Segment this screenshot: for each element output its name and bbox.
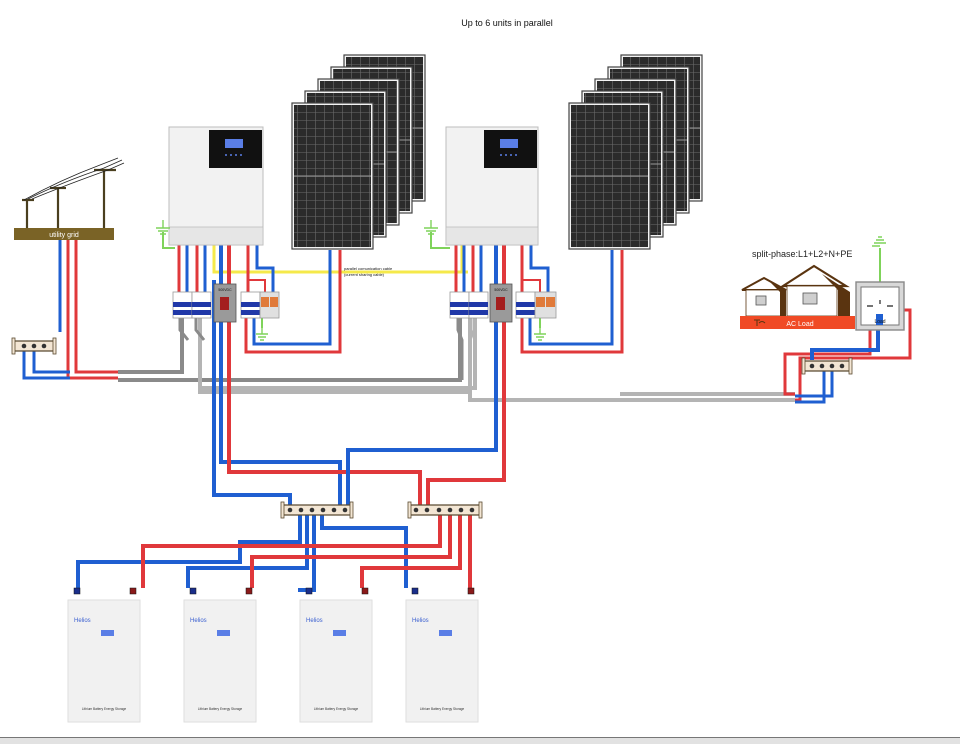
lcd-screen — [500, 139, 518, 148]
utility-grid-label: utility grid — [49, 232, 79, 239]
ac-load-label: AC Load — [786, 321, 813, 328]
inverter-1-ac-wires — [162, 232, 207, 341]
positive-busbar — [407, 501, 483, 519]
positive-terminal — [467, 587, 475, 595]
solar-panel — [291, 102, 374, 250]
parallel-cable-label-2: (current sharing cable) — [344, 272, 385, 277]
inverter-2-battery-wires — [346, 244, 506, 505]
inverter-unit-2[interactable] — [445, 126, 539, 246]
negative-terminal — [305, 587, 313, 595]
dc-breaker[interactable]: 500VDC — [213, 283, 237, 323]
battery-indicator — [217, 630, 230, 636]
positive-terminal — [361, 587, 369, 595]
utility-grid-base — [14, 228, 114, 240]
split-phase-label: split-phase:L1+L2+N+PE — [752, 249, 852, 259]
window-bottom-bar — [0, 737, 960, 744]
positive-terminal — [129, 587, 137, 595]
negative-terminal — [189, 587, 197, 595]
positive-terminal — [245, 587, 253, 595]
battery-caption: Lithium Battery Energy Storage — [420, 707, 465, 711]
inverter-1-battery-wires — [212, 244, 422, 505]
pv-array-1 — [291, 54, 426, 250]
surge-protector — [259, 291, 280, 319]
ground-icon — [424, 220, 438, 235]
battery-caption: Lithium Battery Energy Storage — [198, 707, 243, 711]
grid-busbar — [11, 337, 57, 355]
negative-terminal — [411, 587, 419, 595]
load-cables — [783, 248, 912, 404]
ac-load-bar: AC Load — [740, 316, 855, 329]
ground-icon — [872, 236, 886, 247]
dc-breaker[interactable]: 500VDC — [489, 283, 513, 323]
battery-brand: Helios — [306, 618, 323, 624]
inverter-2-breakers: 500VDC — [449, 283, 557, 323]
ground-icon — [156, 220, 170, 235]
battery-brand: Helios — [190, 618, 207, 624]
negative-busbar — [280, 501, 354, 519]
inverter-unit-1[interactable] — [168, 126, 264, 246]
solar-panel — [568, 102, 651, 250]
ac-breaker[interactable] — [191, 291, 212, 319]
ground-icon — [534, 328, 546, 341]
battery-distribution-wires — [76, 514, 472, 592]
load-busbar — [801, 357, 853, 375]
battery-caption: Lithium Battery Energy Storage — [314, 707, 359, 711]
utility-grid-cables — [22, 240, 795, 402]
surge-protector — [534, 291, 557, 319]
inverter-1-pv-wires — [244, 244, 342, 354]
ac-breaker[interactable] — [172, 291, 193, 319]
battery-indicator — [333, 630, 346, 636]
load-box-label: Load — [874, 319, 885, 325]
battery-caption: Lithium Battery Energy Storage — [82, 707, 127, 711]
parallel-cable-label-1: parallel comunication cable — [344, 266, 393, 271]
utility-grid: utility grid — [14, 157, 125, 240]
diagram-title: Up to 6 units in parallel — [461, 18, 553, 28]
ac-load-icon — [754, 319, 766, 326]
battery-indicator — [101, 630, 114, 636]
battery-brand: Helios — [412, 618, 429, 624]
battery-indicator — [439, 630, 452, 636]
ground-icon — [256, 328, 268, 341]
pv-array-2 — [568, 54, 703, 250]
inverter-2-ac-wires — [430, 232, 483, 392]
pv-breaker[interactable] — [515, 291, 536, 319]
lcd-screen — [225, 139, 243, 148]
house-icon — [741, 264, 850, 317]
inverter-2-pv-wires — [520, 244, 624, 354]
load-distribution-box[interactable]: Load — [855, 281, 905, 331]
pv-breaker[interactable] — [240, 291, 261, 319]
negative-terminal — [73, 587, 81, 595]
ac-breaker[interactable] — [449, 291, 470, 319]
power-pole-icon — [22, 168, 116, 228]
ac-breaker[interactable] — [468, 291, 489, 319]
dc-breaker-label: 500VDC — [218, 288, 232, 292]
dc-breaker-label: 500VDC — [494, 288, 508, 292]
inverter-1-breakers: 500VDC — [172, 283, 280, 323]
battery-brand: Helios — [74, 618, 91, 624]
